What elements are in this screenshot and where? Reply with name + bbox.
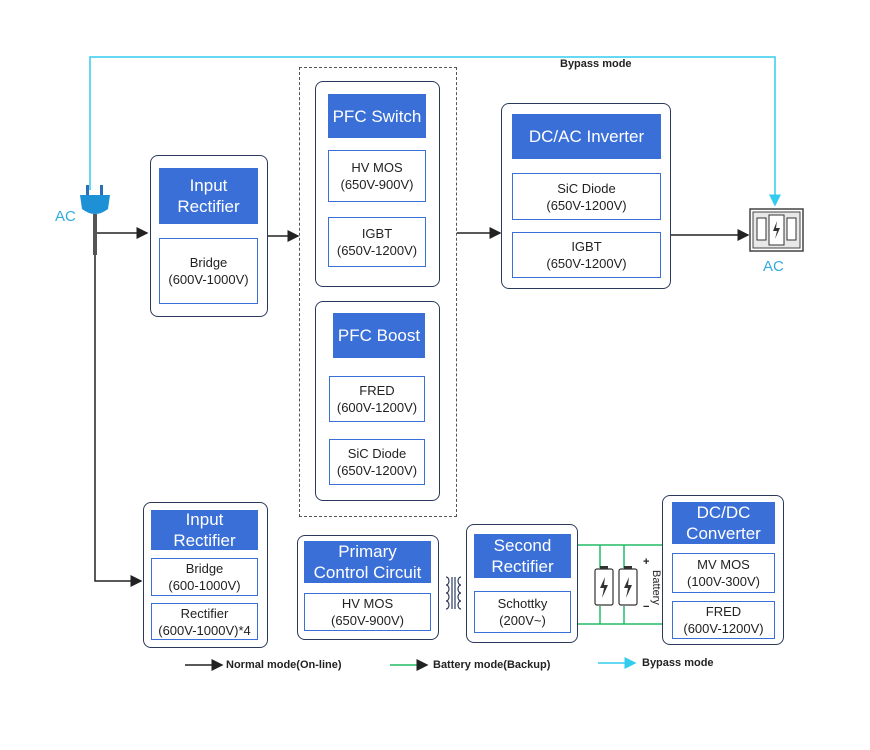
second-rectifier-component-schottky: Schottky(200V~) [474, 591, 571, 633]
ac-socket-icon [749, 208, 804, 252]
dcac-inverter-component-igbt: IGBT(650V-1200V) [512, 232, 661, 278]
pfc-boost-title: PFC Boost [333, 313, 425, 358]
transformer-icon [445, 576, 462, 610]
pfc-boost-component-fred: FRED(600V-1200V) [329, 376, 425, 422]
dcac-inverter-title: DC/AC Inverter [512, 114, 661, 159]
pfc-boost-component-sic-diode: SiC Diode(650V-1200V) [329, 439, 425, 485]
primary-control-component-hv-mos: HV MOS(650V-900V) [304, 593, 431, 631]
pfc-switch-component-igbt: IGBT(650V-1200V) [328, 217, 426, 267]
battery-label: Battery [650, 570, 662, 605]
input-rectifier-top-component-bridge: Bridge(600V-1000V) [159, 238, 258, 304]
dcac-inverter-component-sic-diode: SiC Diode(650V-1200V) [512, 173, 661, 220]
legend-normal-label: Normal mode(On-line) [226, 659, 342, 671]
input-rectifier-bottom-component-bridge: Bridge(600-1000V) [151, 558, 258, 596]
pfc-switch-component-hv-mos: HV MOS(650V-900V) [328, 150, 426, 202]
battery-icon [594, 566, 638, 606]
ac-to-bottom-rectifier-line [94, 255, 143, 587]
legend-battery-label: Battery mode(Backup) [433, 659, 551, 671]
bypass-top-label: Bypass mode [560, 58, 632, 70]
bypass-line [89, 56, 781, 207]
dcdc-converter-component-fred: FRED(600V-1200V) [672, 601, 775, 639]
input-rectifier-bottom-component-rectifier: Rectifier(600V-1000V)*4 [151, 603, 258, 640]
dcdc-converter-component-mv-mos: MV MOS(100V-300V) [672, 553, 775, 593]
ac-left-label: AC [55, 208, 76, 225]
pfc-switch-title: PFC Switch [328, 94, 426, 138]
legend-bypass-label: Bypass mode [642, 657, 714, 669]
ac-plug-icon [80, 185, 110, 255]
pfc-group-container [299, 67, 457, 517]
ac-right-label: AC [763, 258, 784, 275]
